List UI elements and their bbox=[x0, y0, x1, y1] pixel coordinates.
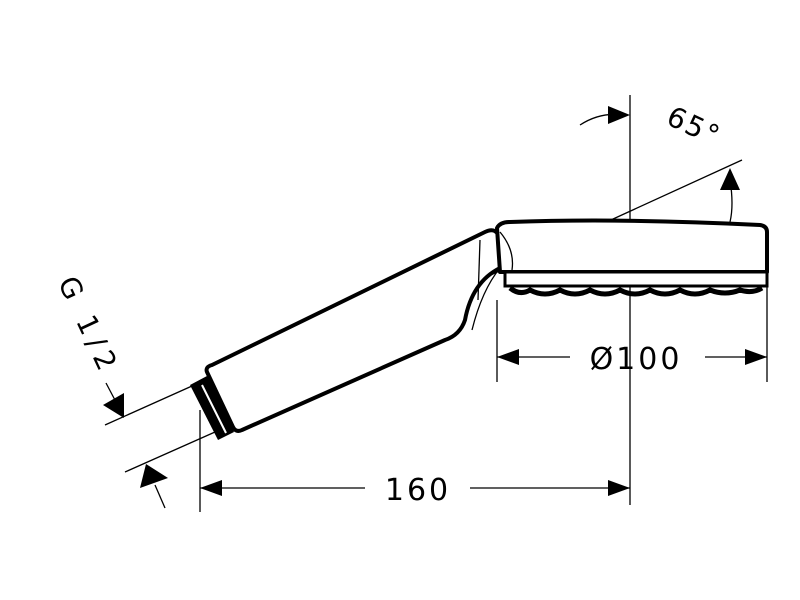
angle-dimension: 65° bbox=[579, 100, 740, 223]
diameter-dimension: Ø100 bbox=[497, 342, 767, 377]
thread-connector bbox=[190, 376, 234, 440]
shower-handle bbox=[204, 228, 502, 433]
length-label: 160 bbox=[385, 473, 451, 508]
thread-dimension: G 1/2 bbox=[51, 271, 168, 509]
diameter-label: Ø100 bbox=[590, 342, 683, 377]
length-dimension: 160 bbox=[200, 473, 630, 508]
angle-label: 65° bbox=[662, 100, 726, 153]
shower-head bbox=[495, 218, 769, 297]
thread-label: G 1/2 bbox=[51, 271, 126, 381]
